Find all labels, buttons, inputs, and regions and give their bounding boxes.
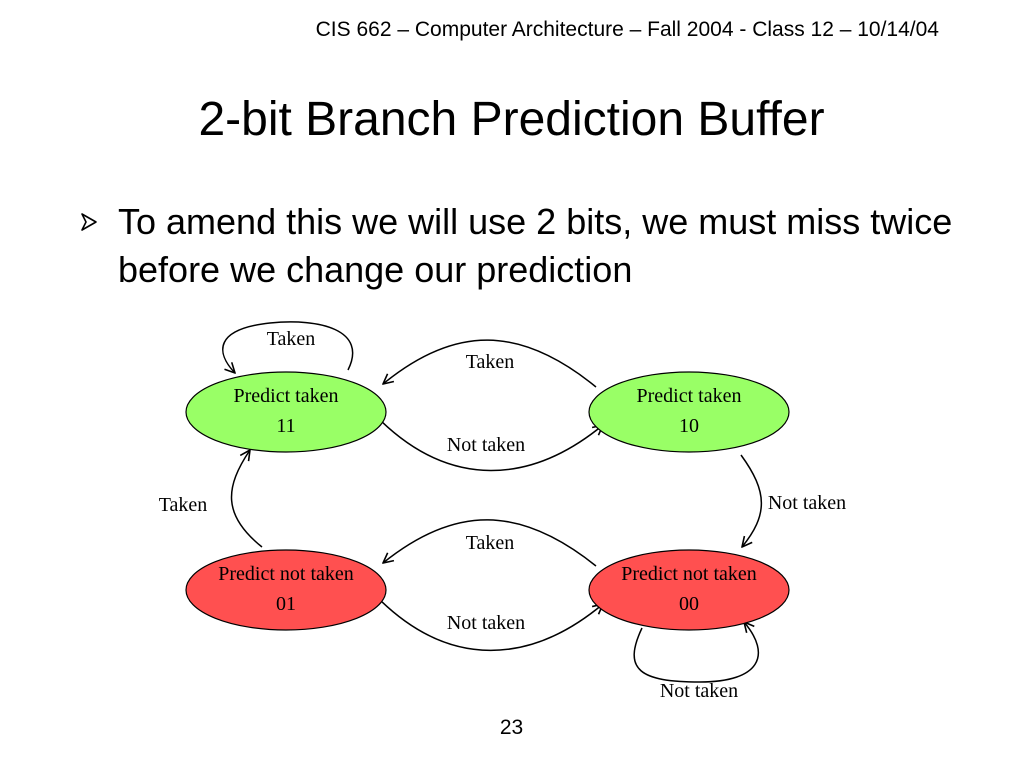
state-code: 00	[679, 593, 699, 615]
state-predict-not-taken-00: Predict not taken 00	[588, 549, 790, 631]
state-code: 11	[276, 415, 295, 437]
state-label: Predict taken	[234, 385, 339, 407]
transition-s10-to-s00-label: Not taken	[768, 492, 846, 514]
state-label: Predict not taken	[218, 563, 354, 585]
transition-s10-to-s11-label: Taken	[466, 351, 515, 373]
transition-s01-to-s00-arrow	[379, 599, 603, 651]
state-ellipse	[588, 371, 790, 453]
arrow-bullet-icon	[81, 213, 97, 231]
state-predict-not-taken-01: Predict not taken 01	[185, 549, 387, 631]
state-ellipse	[185, 371, 387, 453]
slide-title: 2-bit Branch Prediction Buffer	[198, 93, 825, 146]
state-predict-taken-10: Predict taken 10	[588, 371, 790, 453]
state-code: 01	[276, 593, 296, 615]
transition-s11-self-label: Taken	[267, 328, 316, 350]
state-predict-taken-11: Predict taken 11	[185, 371, 387, 453]
transition-s11-to-s10-arrow	[379, 419, 603, 472]
transition-s11-to-s10-label: Not taken	[447, 434, 525, 456]
transition-s01-to-s11-arrow	[230, 450, 263, 548]
transition-s00-to-s01-arrow	[383, 519, 597, 567]
transition-s10-to-s11-arrow	[383, 339, 597, 388]
transition-s00-self-arrow	[633, 622, 760, 683]
state-code: 10	[679, 415, 699, 437]
transition-s10-to-s00-arrow	[740, 454, 762, 547]
slide-header: CIS 662 – Computer Architecture – Fall 2…	[315, 18, 939, 41]
state-label: Predict not taken	[621, 563, 757, 585]
state-ellipse	[588, 549, 790, 631]
transition-s01-to-s11-label: Taken	[159, 494, 208, 516]
state-label: Predict taken	[637, 385, 742, 407]
bullet-text: To amend this we will use 2 bits, we mus…	[118, 201, 953, 290]
transition-s00-to-s01-label: Taken	[466, 532, 515, 554]
transition-s00-self-label: Not taken	[660, 680, 738, 702]
transition-s01-to-s00-label: Not taken	[447, 612, 525, 634]
state-ellipse	[185, 549, 387, 631]
transition-s11-self-arrow	[222, 321, 354, 373]
page-number: 23	[499, 716, 524, 739]
